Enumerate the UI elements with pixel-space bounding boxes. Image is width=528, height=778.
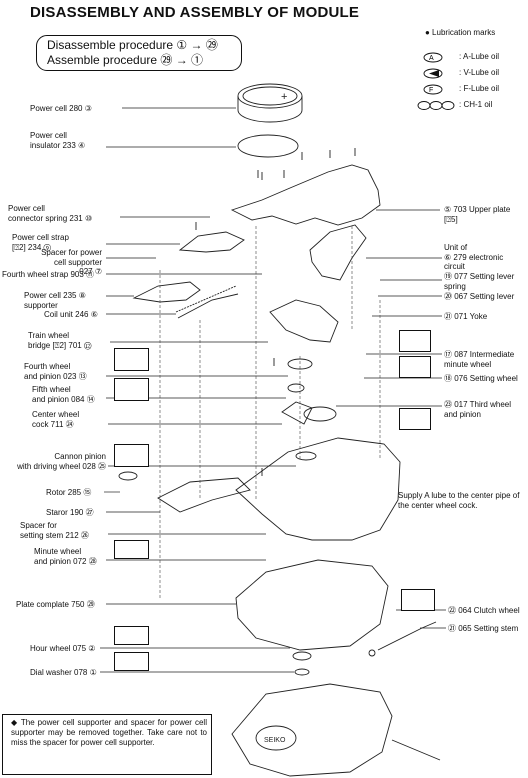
label-plate-complate: Plate complate 750 ㉙	[16, 600, 95, 609]
power-cell-strap	[178, 231, 245, 253]
label-setting-lever: ⑳ 067 Setting lever	[444, 292, 515, 301]
svg-text:A: A	[429, 55, 434, 62]
disassemble-procedure: Disassemble procedure ① → ㉙	[47, 38, 218, 52]
v-lube-icon	[423, 68, 443, 79]
label-hour-wheel: Hour wheel 075 ②	[30, 644, 96, 653]
assembled-module: SEIKO	[231, 683, 441, 777]
label-setting-lever-spring: ⑲ 077 Setting lever spring	[444, 272, 515, 291]
detail-box-clutch-wheel	[401, 589, 435, 611]
hour-wheel	[292, 651, 312, 661]
upper-plate	[230, 164, 381, 226]
detail-box-fourth-wheel	[114, 348, 149, 371]
label-upper-plate: ⑤ 703 Upper plate [⍰5]	[444, 205, 511, 224]
label-power-cell-supporter: Power cell 235 ⑧ supporter	[24, 291, 86, 310]
label-center-wheel-cock: Center wheel cock 711 ㉔	[32, 410, 80, 429]
leader-lines	[100, 107, 446, 673]
detail-box-setting-wheel	[399, 356, 431, 378]
assemble-procedure: Assemble procedure ㉙ → ①	[47, 53, 204, 67]
plate-complate	[235, 559, 389, 651]
label-fifth-wheel: Fifth wheel and pinion 084 ⑭	[32, 385, 95, 404]
label-spacer-setting-stem: Spacer for setting stem 212 ㉖	[20, 521, 89, 540]
label-cannon-pinion: Cannon pinion with driving wheel 028 ㉕	[17, 452, 106, 471]
label-dial-washer: Dial washer 078 ①	[30, 668, 97, 677]
label-connector-spring: Power cell connector spring 231 ⑩	[8, 204, 93, 223]
legend-item-v-lube: : V-Lube oil	[415, 68, 527, 79]
note-bullet-icon: ◆	[11, 718, 21, 727]
detail-box-third-wheel	[399, 408, 431, 430]
detail-box-hour-wheel	[114, 626, 149, 645]
third-wheel	[303, 406, 337, 422]
ch1-oil-icon	[417, 101, 455, 110]
main-plate-assembly	[235, 437, 401, 541]
label-rotor: Rotor 285 ⑮	[46, 488, 92, 497]
label-fourth-wheel: Fourth wheel and pinion 023 ⑬	[24, 362, 87, 381]
battery-marking: SEIKO	[264, 737, 286, 744]
label-clutch-wheel: ㉒ 064 Clutch wheel	[448, 606, 520, 615]
note-center-pipe: Supply A lube to the center pipe of the …	[398, 491, 520, 510]
label-stator: Staror 190 ㉗	[46, 508, 94, 517]
legend-item-ch1-oil: : CH-1 oil	[415, 100, 527, 111]
power-cell: +	[237, 83, 303, 123]
electronic-circuit-unit	[309, 224, 367, 281]
label-third-wheel: ㉓ 017 Third wheel and pinion	[444, 400, 511, 419]
detail-box-intermediate-wheel	[399, 330, 431, 352]
f-lube-icon: F	[423, 84, 443, 95]
label-minute-wheel: Minute wheel and pinion 072 ㉘	[34, 547, 97, 566]
label-setting-wheel: ⑱ 076 Setting wheel	[444, 374, 518, 383]
note-power-cell-supporter: ◆ The power cell supporter and spacer fo…	[2, 714, 212, 775]
dial-washer	[294, 668, 310, 676]
detail-box-fifth-wheel	[114, 378, 149, 401]
alignment-lines	[159, 226, 381, 600]
legend-item-f-lube: F : F-Lube oil	[415, 84, 527, 95]
cell-plus: +	[281, 91, 287, 103]
label-spacer-power-cell-supporter: Spacer for power cell supporter 027 ⑦	[41, 248, 102, 276]
svg-text:F: F	[429, 87, 433, 94]
power-cell-insulator	[237, 134, 299, 158]
train-wheel-bridge	[269, 299, 339, 343]
screws	[195, 148, 356, 476]
label-power-cell: Power cell 280 ③	[30, 104, 92, 113]
detail-box-cannon-pinion	[114, 444, 149, 467]
rotor	[118, 471, 138, 481]
label-fourth-wheel-strap: Fourth wheel strap 903 ⑪	[2, 270, 95, 279]
label-power-cell-strap: Power cell strap [⍰2] 234 ⑨	[12, 233, 69, 252]
legend-item-a-lube: A : A-Lube oil	[415, 52, 527, 63]
page-title: DISASSEMBLY AND ASSEMBLY OF MODULE	[30, 4, 360, 21]
label-electronic-circuit: Unit of ⑥ 279 electronic circuit	[444, 243, 504, 271]
label-yoke: ㉑ 071 Yoke	[444, 312, 488, 321]
fifth-wheel	[287, 383, 305, 393]
procedure-box: Disassemble procedure ① → ㉙ Assemble pro…	[36, 35, 242, 71]
center-wheel-cock	[281, 401, 313, 425]
legend-title: ● Lubrication marks	[425, 28, 496, 37]
detail-box-dial-washer	[114, 652, 149, 671]
setting-stem	[368, 621, 437, 657]
stator	[157, 477, 251, 513]
a-lube-icon: A	[423, 52, 443, 63]
label-intermediate-minute-wheel: ⑰ 087 Intermediate minute wheel	[444, 350, 515, 369]
power-cell-supporter	[132, 281, 201, 303]
cannon-pinion	[295, 451, 317, 461]
label-coil-unit: Coil unit 246 ⑥	[44, 310, 98, 319]
coil-unit	[175, 285, 239, 319]
label-power-cell-insulator: Power cell insulator 233 ④	[30, 131, 86, 150]
label-train-wheel-bridge: Train wheel bridge [⍰2] 701 ⑫	[28, 331, 92, 350]
label-setting-stem: ㉑ 065 Setting stem	[448, 624, 519, 633]
detail-box-minute-wheel	[114, 540, 149, 559]
